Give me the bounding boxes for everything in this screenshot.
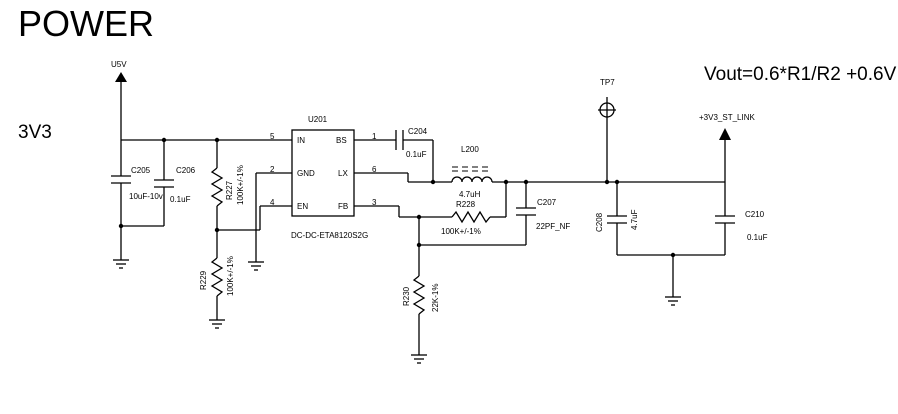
c208-value: 4.7uF <box>630 209 639 230</box>
capacitor-c205: C205 10uF-10v <box>111 140 163 226</box>
c205-ref: C205 <box>131 166 151 175</box>
c206-value: 0.1uF <box>170 195 191 204</box>
r227-value: 100K+/-1% <box>236 165 245 205</box>
output-rail <box>492 179 725 185</box>
output-cap-ground <box>617 252 725 306</box>
l200-ref: L200 <box>461 145 479 154</box>
u5v-power-symbol: U5V <box>111 60 127 140</box>
u5v-net-label: U5V <box>111 60 127 69</box>
ic-gnd-connection <box>248 172 292 271</box>
pin-name: BS <box>336 136 347 145</box>
c204-ref: C204 <box>408 127 428 136</box>
r230-ref: R230 <box>402 286 411 306</box>
rail-label: 3V3 <box>18 122 52 143</box>
capacitor-c204: C204 0.1uF <box>354 127 434 182</box>
ic-u201: U201 DC-DC-ETA8120S2G 5 IN 2 GND 4 EN 1 … <box>270 115 377 240</box>
pin-number: 2 <box>270 165 275 174</box>
capacitor-c206: C206 0.1uF <box>154 140 196 226</box>
l200-value: 4.7uH <box>459 190 481 199</box>
c204-value: 0.1uF <box>406 150 427 159</box>
c207-value: 22PF_NF <box>536 222 570 231</box>
pin-name: LX <box>338 169 348 178</box>
pin-number: 5 <box>270 132 275 141</box>
resistor-r228: R228 100K+/-1% <box>441 182 507 236</box>
pin-name: GND <box>297 169 315 178</box>
r227-ref: R227 <box>225 180 234 200</box>
c207-ref: C207 <box>537 198 557 207</box>
input-cap-ground <box>113 223 164 269</box>
c208-ref: C208 <box>595 212 604 232</box>
inductor-l200: L200 4.7uH <box>451 145 493 199</box>
pin-name: IN <box>297 136 305 145</box>
capacitor-c210: C210 0.1uF <box>715 182 768 255</box>
testpoint-tp7: TP7 <box>598 78 616 182</box>
r230-value: 22K-1% <box>431 284 440 312</box>
pin-name: EN <box>297 202 308 211</box>
pin-number: 6 <box>372 165 377 174</box>
capacitor-c208: C208 4.7uF <box>595 182 639 255</box>
pin-number: 3 <box>372 198 377 207</box>
r228-ref: R228 <box>456 200 476 209</box>
fb-network <box>354 205 526 248</box>
output-net-label: +3V3_ST_LINK <box>699 113 755 122</box>
r228-value: 100K+/-1% <box>441 227 481 236</box>
r229-ref: R229 <box>199 270 208 290</box>
pin-number: 1 <box>372 132 377 141</box>
c210-value: 0.1uF <box>747 233 768 242</box>
tp7-label: TP7 <box>600 78 615 87</box>
en-node <box>214 205 292 233</box>
pin-number: 4 <box>270 198 275 207</box>
page-title: POWER <box>18 3 154 44</box>
3v3-output-symbol: +3V3_ST_LINK <box>699 113 755 182</box>
resistor-r230: R230 22K-1% <box>402 245 440 364</box>
ic-part-number: DC-DC-ETA8120S2G <box>291 231 368 240</box>
resistor-r229: R229 100K+/-1% <box>199 230 235 329</box>
lx-net <box>354 172 452 185</box>
vout-formula: Vout=0.6*R1/R2 +0.6V <box>704 64 897 85</box>
c206-ref: C206 <box>176 166 196 175</box>
c210-ref: C210 <box>745 210 765 219</box>
input-rail <box>121 137 292 143</box>
c205-value: 10uF-10v <box>129 192 163 201</box>
ic-ref: U201 <box>308 115 328 124</box>
pin-name: FB <box>338 202 348 211</box>
r229-value: 100K+/-1% <box>226 256 235 296</box>
resistor-r227: R227 100K+/-1% <box>210 140 245 230</box>
capacitor-c207: C207 22PF_NF <box>516 182 570 245</box>
